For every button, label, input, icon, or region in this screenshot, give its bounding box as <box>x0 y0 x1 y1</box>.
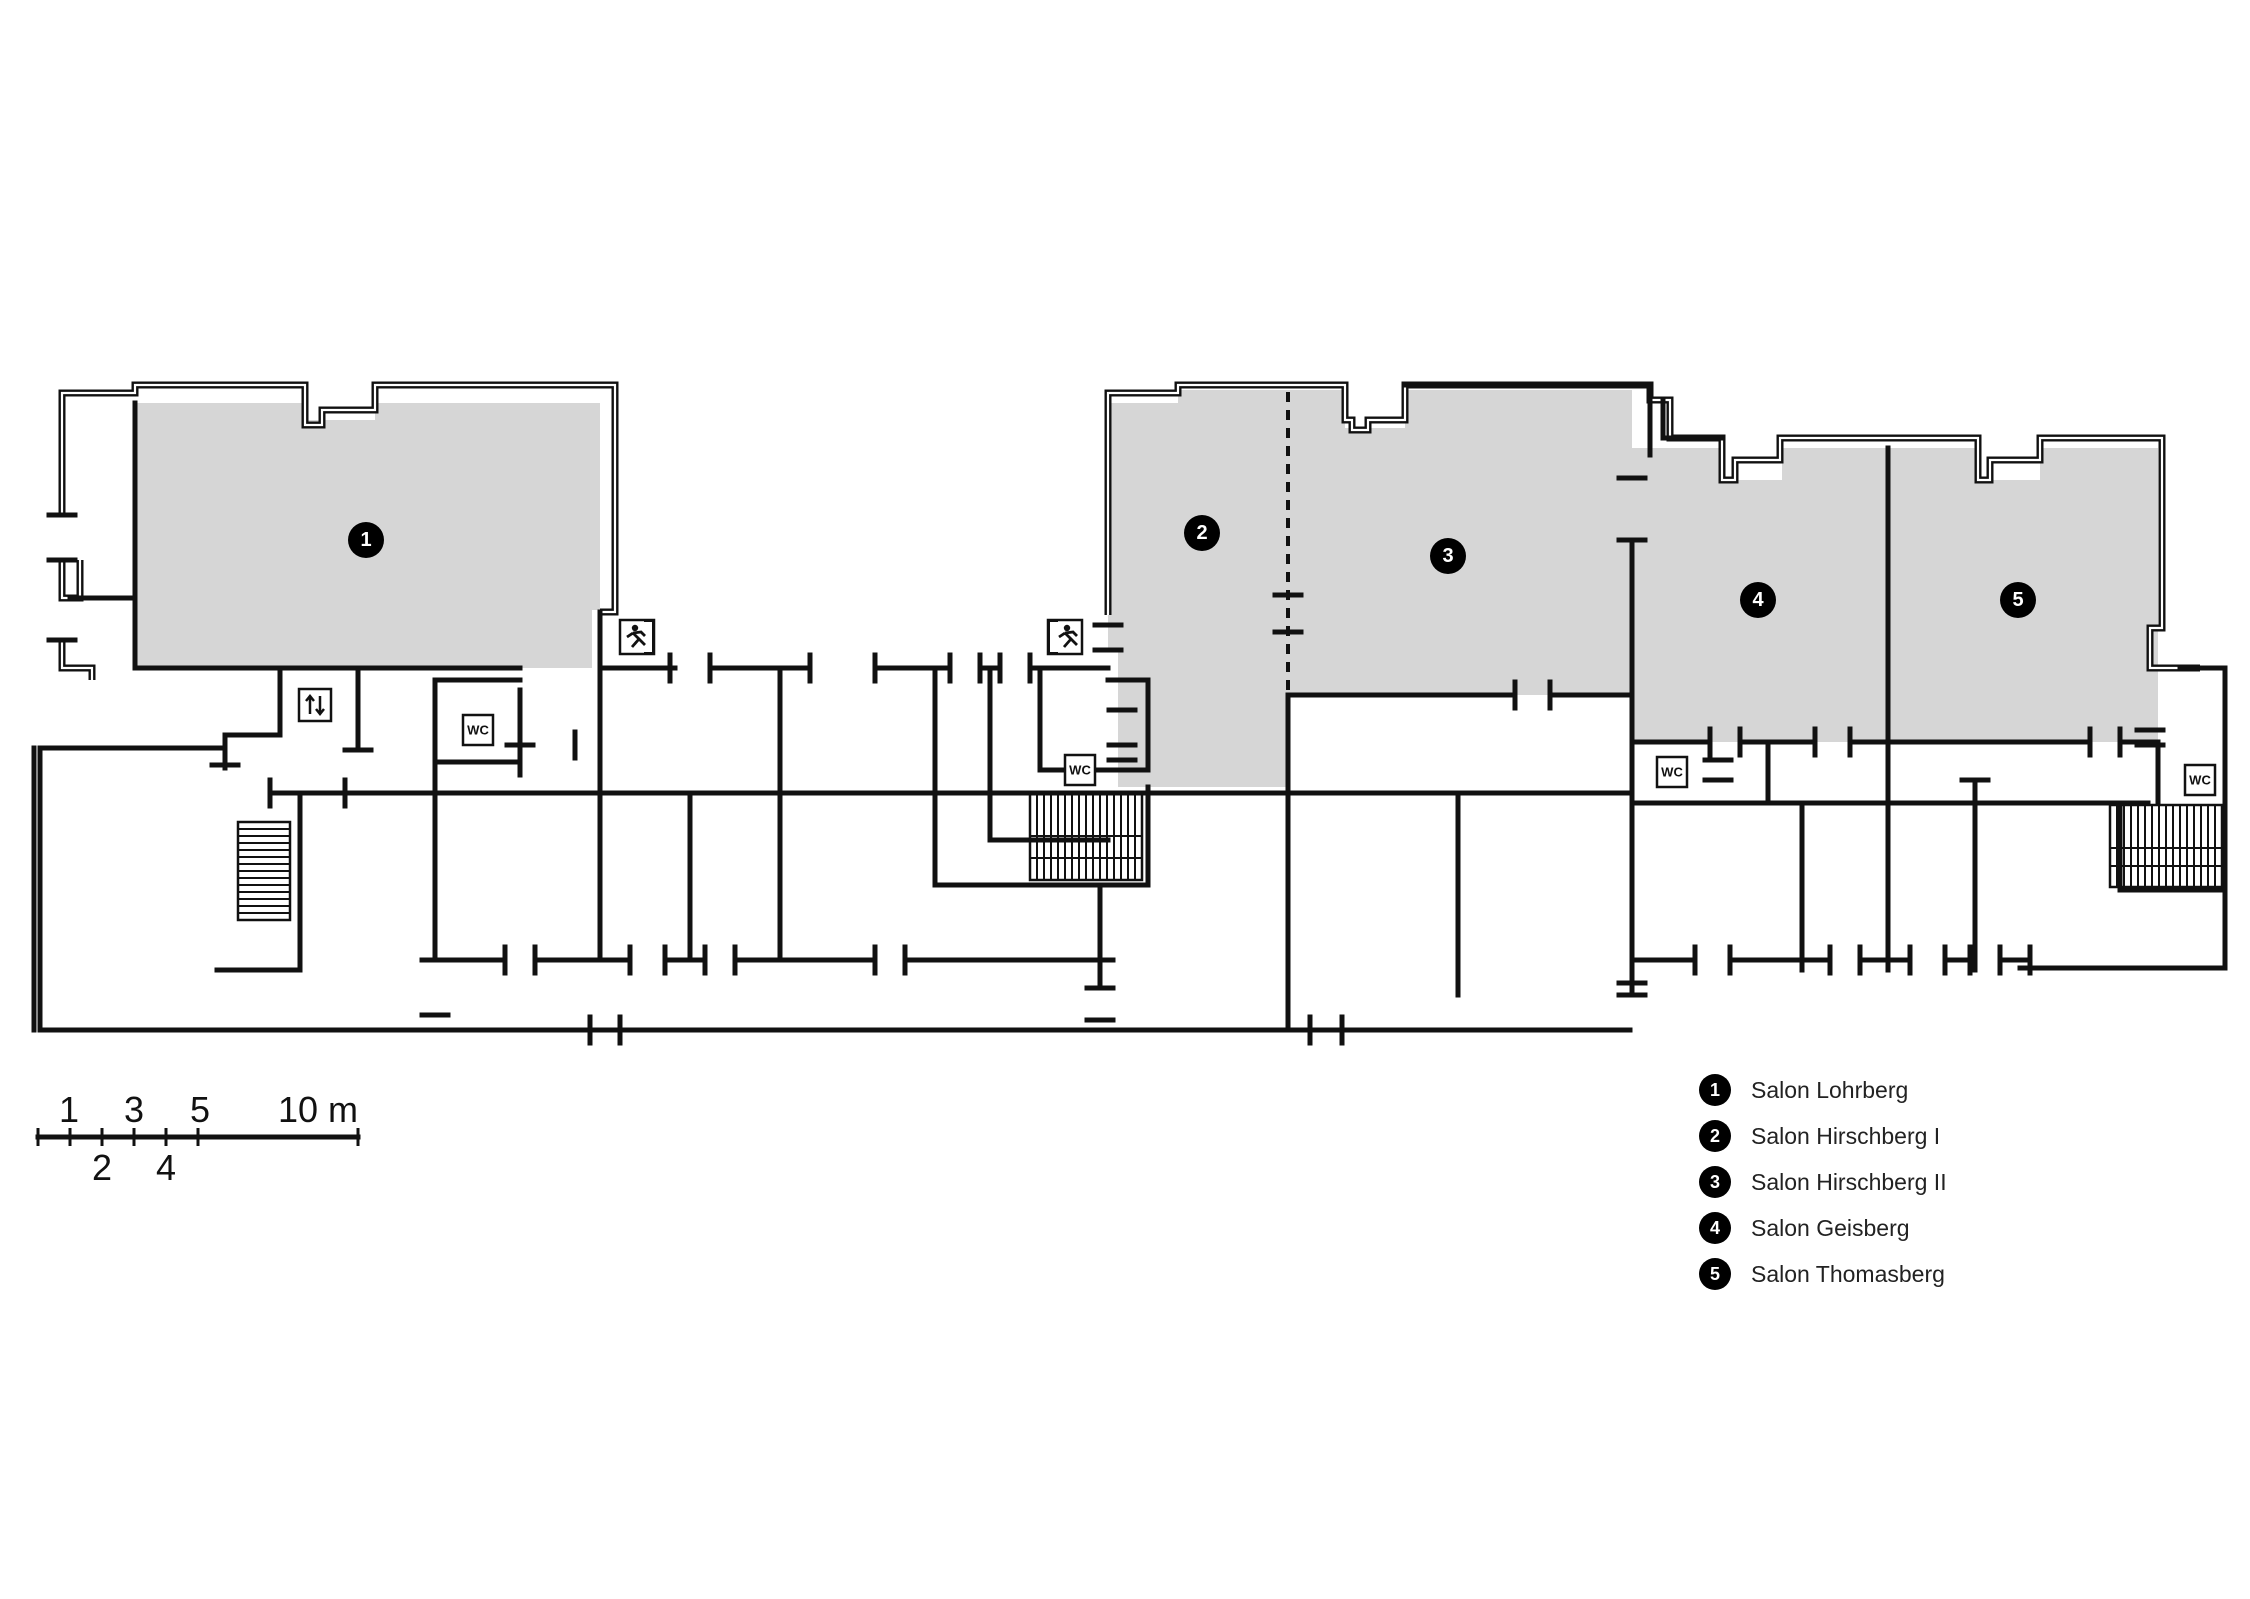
legend-label: Salon Geisberg <box>1751 1215 1910 1241</box>
svg-text:1: 1 <box>1710 1080 1720 1100</box>
wc-tag: WC <box>461 713 495 747</box>
legend-label: Salon Thomasberg <box>1751 1261 1945 1287</box>
legend-item: 2 Salon Hirschberg I <box>1699 1120 1940 1152</box>
interior-walls <box>31 382 2228 1033</box>
room-badge-3: 3 <box>1430 538 1466 574</box>
scale-label: 3 <box>124 1089 144 1130</box>
legend-item: 1 Salon Lohrberg <box>1699 1074 1908 1106</box>
legend-item: 4 Salon Geisberg <box>1699 1212 1910 1244</box>
room-area-3 <box>1288 390 1632 695</box>
legend-badge: 1 <box>1699 1074 1731 1106</box>
legend: 1 Salon Lohrberg 2 Salon Hirschberg I 3 … <box>1699 1074 1947 1290</box>
legend-label: Salon Hirschberg II <box>1751 1169 1947 1195</box>
room-number: 2 <box>1196 522 1207 544</box>
emergency-exit-icon <box>618 618 656 656</box>
room-number: 4 <box>1752 589 1764 611</box>
svg-text:2: 2 <box>1710 1126 1720 1146</box>
wc-label: WC <box>1069 763 1091 778</box>
room-number: 3 <box>1442 545 1453 567</box>
legend-label: Salon Hirschberg I <box>1751 1123 1940 1149</box>
scale-bar: 1 3 5 10 m 2 4 <box>35 1089 361 1188</box>
room-area-2 <box>1108 390 1288 787</box>
wc-tag: WC <box>1063 753 1097 787</box>
elevator-icon <box>297 687 333 723</box>
wc-label: WC <box>467 723 489 738</box>
stairs-icon <box>2108 803 2224 889</box>
scale-label: 5 <box>190 1089 210 1130</box>
scale-label: 2 <box>92 1147 112 1188</box>
room-number: 5 <box>2012 589 2023 611</box>
legend-item: 5 Salon Thomasberg <box>1699 1258 1945 1290</box>
legend-item: 3 Salon Hirschberg II <box>1699 1166 1947 1198</box>
legend-label: Salon Lohrberg <box>1751 1077 1908 1103</box>
svg-text:4: 4 <box>1710 1218 1720 1238</box>
svg-text:3: 3 <box>1710 1172 1720 1192</box>
svg-text:5: 5 <box>1710 1264 1720 1284</box>
room-badge-4: 4 <box>1740 582 1776 618</box>
wc-label: WC <box>2189 773 2211 788</box>
wc-label: WC <box>1661 765 1683 780</box>
legend-badge: 2 <box>1699 1120 1731 1152</box>
scale-label: 1 <box>59 1089 79 1130</box>
wc-tag: WC <box>1655 755 1689 789</box>
room-number: 1 <box>360 529 371 551</box>
legend-badge: 4 <box>1699 1212 1731 1244</box>
stairs-icon <box>236 820 292 922</box>
emergency-exit-icon <box>1046 618 1084 656</box>
room-badge-2: 2 <box>1184 515 1220 551</box>
exterior-wall-core <box>60 383 617 614</box>
exterior-wall <box>58 560 96 680</box>
scale-label: 4 <box>156 1147 176 1188</box>
legend-badge: 3 <box>1699 1166 1731 1198</box>
scale-label: 10 m <box>278 1089 358 1130</box>
door-jambs <box>46 475 2166 1046</box>
stairs-icon <box>1028 790 1144 882</box>
room-badge-5: 5 <box>2000 582 2036 618</box>
legend-badge: 5 <box>1699 1258 1731 1290</box>
wc-tag: WC <box>2183 763 2217 797</box>
room-badge-1: 1 <box>348 522 384 558</box>
